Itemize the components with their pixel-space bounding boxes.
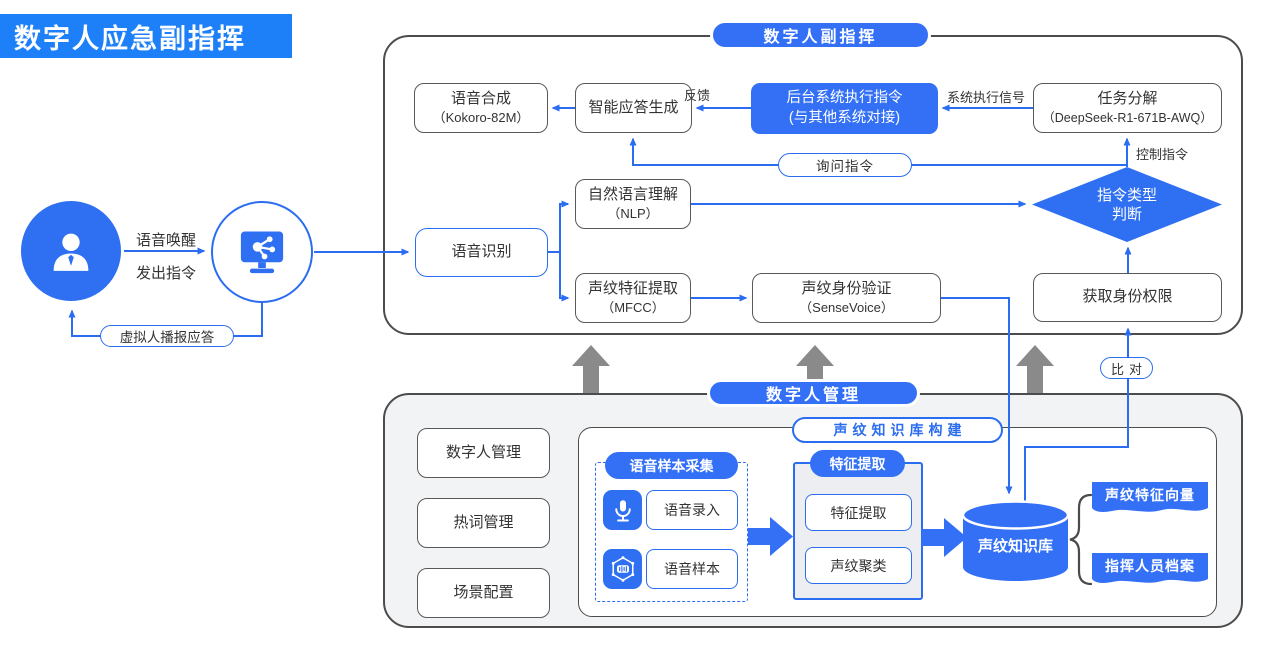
voice-sample-box: 语音样本 [646, 549, 738, 589]
kb-cylinder-label: 声纹知识库 [963, 535, 1068, 556]
sense-voice-line2: （SenseVoice） [799, 300, 894, 316]
speech-synth-line1: 语音合成 [450, 90, 511, 108]
nlp-box: 自然语言理解 （NLP） [575, 179, 691, 229]
feedback-label: 反馈 [684, 88, 711, 103]
backend-exec-box: 后台系统执行指令 (与其他系统对接) [751, 83, 938, 134]
monitor-network-icon [240, 231, 284, 274]
query-cmd-label: 询问指令 [816, 159, 874, 174]
compare-label: 比对 [1110, 361, 1147, 377]
up-arrow-1 [572, 345, 610, 393]
task-decomp-box: 任务分解 （DeepSeek-R1-671B-AWQ） [1033, 83, 1222, 133]
diamond-line1: 指令类型 [1096, 187, 1157, 204]
ribbon-label: 指挥人员档案 [1105, 558, 1195, 574]
voice-network-tile [603, 549, 642, 589]
kb-build-pill: 声纹知识库构建 [792, 417, 1003, 443]
sample-group-label: 语音样本采集 [629, 457, 714, 474]
feature-group-pill: 特征提取 [810, 450, 905, 477]
wake-label: 语音唤醒 [136, 232, 197, 249]
mfcc-box: 声纹特征提取 （MFCC） [575, 273, 691, 323]
exec-signal-label: 系统执行信号 [947, 90, 1026, 105]
get-identity-box: 获取身份权限 [1033, 273, 1222, 322]
playback-pill: 虚拟人播报应答 [100, 325, 234, 347]
compare-pill: 比对 [1100, 357, 1153, 379]
ribbon-label: 声纹特征向量 [1105, 487, 1195, 503]
output-ribbon-feature-vector: 声纹特征向量 [1092, 482, 1208, 520]
top-section-label: 数字人副指挥 [763, 29, 878, 46]
speech-synth-line2: （Kokoro-82M） [432, 110, 530, 126]
playback-pill-label: 虚拟人播报应答 [119, 330, 215, 345]
kb-label-text: 声纹知识库 [977, 538, 1053, 555]
query-cmd-pill: 询问指令 [778, 153, 912, 177]
microphone-tile [603, 490, 642, 530]
menu-item-digital-human: 数字人管理 [417, 428, 550, 478]
feature-group-label: 特征提取 [829, 455, 886, 472]
menu-item-label: 数字人管理 [445, 443, 521, 461]
feature-extract-box: 特征提取 [805, 494, 912, 531]
menu-item-label: 场景配置 [453, 583, 514, 601]
terminal-node [211, 201, 313, 303]
kb-build-label: 声纹知识库构建 [833, 422, 967, 438]
task-decomp-line1: 任务分解 [1097, 90, 1158, 108]
control-cmd-label: 控制指令 [1136, 147, 1189, 162]
task-decomp-line2: （DeepSeek-R1-671B-AWQ） [1042, 110, 1213, 125]
answer-gen-label: 智能应答生成 [588, 98, 679, 116]
ribbon-shape [1092, 553, 1208, 583]
microphone-icon [614, 500, 631, 522]
asr-box: 语音识别 [415, 228, 548, 277]
user-avatar [21, 201, 121, 301]
backend-exec-line1: 后台系统执行指令 [786, 89, 903, 106]
voice-network-icon [611, 556, 634, 582]
feature-extract-label: 特征提取 [830, 504, 887, 521]
mfcc-line1: 声纹特征提取 [587, 280, 678, 298]
bottom-section-label: 数字人管理 [765, 387, 861, 404]
nlp-line2: （NLP） [607, 206, 659, 222]
menu-item-hotwords: 热词管理 [417, 498, 550, 548]
menu-item-scene-config: 场景配置 [417, 568, 550, 618]
up-arrow-3 [1016, 345, 1054, 393]
voice-input-box: 语音录入 [646, 490, 738, 530]
output-ribbon-personnel-file: 指挥人员档案 [1092, 553, 1208, 591]
page-title: 数字人应急副指挥 [0, 14, 292, 58]
page-title-text: 数字人应急副指挥 [14, 23, 246, 54]
nlp-line1: 自然语言理解 [587, 186, 678, 204]
user-icon [53, 233, 89, 271]
command-label: 发出指令 [136, 265, 197, 282]
asr-label: 语音识别 [451, 243, 512, 261]
mfcc-line2: （MFCC） [601, 300, 665, 316]
sense-voice-line1: 声纹身份验证 [801, 280, 892, 298]
get-identity-label: 获取身份权限 [1082, 288, 1173, 306]
answer-gen-box: 智能应答生成 [575, 83, 692, 133]
diamond-line2: 判断 [1111, 206, 1142, 223]
sample-group-pill: 语音样本采集 [605, 452, 738, 479]
menu-item-label: 热词管理 [453, 513, 514, 531]
bottom-section-pill: 数字人管理 [707, 379, 920, 407]
decision-diamond-text: 指令类型 判断 [1062, 185, 1192, 225]
backend-exec-line2: (与其他系统对接) [788, 109, 901, 126]
voice-sample-label: 语音样本 [664, 561, 720, 577]
top-section-pill: 数字人副指挥 [710, 20, 931, 50]
sense-voice-box: 声纹身份验证 （SenseVoice） [752, 273, 941, 323]
voice-cluster-label: 声纹聚类 [830, 557, 887, 574]
voice-cluster-box: 声纹聚类 [805, 547, 912, 584]
speech-synth-box: 语音合成 （Kokoro-82M） [414, 83, 548, 133]
voice-input-label: 语音录入 [664, 502, 720, 518]
